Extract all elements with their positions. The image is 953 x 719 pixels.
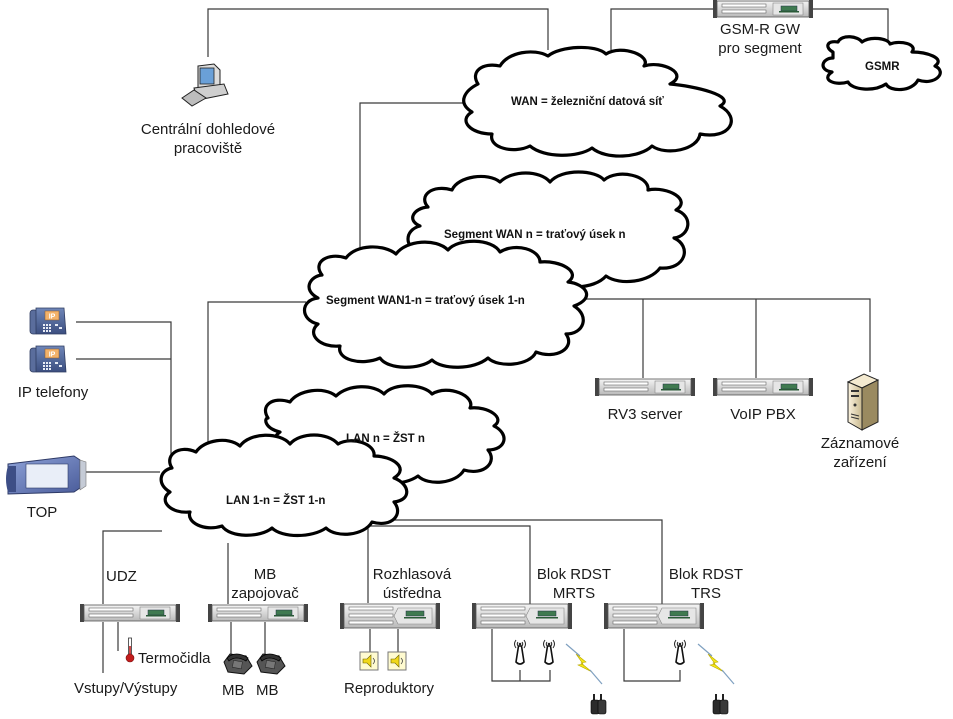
label-gsmr-gw: GSM-R GW pro segment	[700, 20, 820, 58]
antenna-icon	[542, 639, 556, 665]
handheld-radio-icon	[712, 693, 729, 715]
antenna-icon	[513, 639, 527, 665]
top-terminal-icon	[6, 455, 87, 495]
udz-server-icon	[79, 603, 181, 623]
rv3-server-icon	[594, 377, 696, 397]
label-pa-central: Rozhlasová ústředna	[362, 565, 462, 603]
label-ip-phones: IP telefony	[17, 384, 89, 401]
pa-central-server-icon	[339, 602, 441, 630]
label-line: Blok RDST	[536, 566, 612, 583]
mb-switch-server-icon	[207, 603, 309, 623]
workstation-icon	[181, 63, 229, 107]
cloud-wan	[462, 45, 733, 158]
label-io: Vstupy/Výstupy	[74, 680, 178, 697]
wire-ipphone1	[76, 321, 172, 470]
cloud-label-lan-n: LAN n = ŽST n	[346, 433, 425, 445]
thermometer-icon	[125, 637, 135, 663]
wire-wan-gsmrgw	[610, 8, 714, 50]
label-thermo: Termočidla	[138, 650, 211, 667]
label-recorder: Záznamové zařízení	[810, 434, 910, 472]
label-line: Záznamové	[820, 435, 900, 452]
label-voip-pbx: VoIP PBX	[730, 406, 796, 423]
cloud-segment-1n	[302, 239, 589, 369]
label-line: MB	[253, 566, 277, 583]
wire-mrts-ant	[491, 629, 551, 682]
cloud-label-gsmr: GSMR	[865, 61, 900, 73]
label-udz: UDZ	[106, 568, 137, 585]
label-line: pracoviště	[173, 140, 243, 157]
rdst-mrts-server-icon	[471, 602, 573, 630]
label-central-station: Centrální dohledové pracoviště	[128, 120, 288, 158]
label-speakers: Reproduktory	[344, 680, 435, 697]
label-line: TRS	[691, 585, 721, 602]
label-line: zařízení	[833, 454, 887, 471]
voip-pbx-icon	[712, 377, 814, 397]
analog-phone-icon	[223, 653, 253, 675]
label-mb2: MB	[256, 682, 279, 699]
ip-phone-icon	[29, 307, 67, 335]
wires	[76, 8, 889, 682]
speaker-icon	[387, 651, 407, 671]
cloud-label-segment-n: Segment WAN n = traťový úsek n	[444, 229, 626, 241]
cloud-gsmr	[821, 35, 942, 92]
wire-lan-udz	[102, 530, 162, 604]
label-mb-switch: MB zapojovač	[225, 565, 305, 603]
cloud-lan-1n	[159, 433, 409, 538]
wire-lan-trs	[390, 519, 663, 604]
lightning-icon	[565, 643, 603, 685]
wire-central-wan	[207, 8, 549, 57]
label-top: TOP	[26, 504, 58, 521]
recorder-tower-icon	[846, 373, 880, 431]
label-rdst-trs: Blok RDST TRS	[656, 565, 756, 603]
cloud-label-wan: WAN = železniční datová síť	[511, 96, 664, 108]
cloud-label-lan-1n: LAN 1-n = ŽST 1-n	[226, 495, 326, 507]
label-line: Centrální dohledové	[140, 121, 276, 138]
wire-lan-mrts	[365, 525, 531, 604]
label-line: ústředna	[382, 585, 442, 602]
rdst-trs-server-icon	[603, 602, 705, 630]
label-line: Blok RDST	[668, 566, 744, 583]
label-line: Rozhlasová	[372, 566, 452, 583]
label-line: MRTS	[552, 585, 596, 602]
ip-phone-icon	[29, 345, 67, 373]
handheld-radio-icon	[590, 693, 607, 715]
label-mb1: MB	[222, 682, 245, 699]
antenna-icon	[673, 639, 687, 665]
gsmr-gw-server-icon	[712, 0, 814, 19]
label-rv3-server: RV3 server	[607, 406, 683, 423]
label-rdst-mrts: Blok RDST MRTS	[524, 565, 624, 603]
label-line: zapojovač	[231, 585, 299, 602]
wire-gsmrgw-gsmr	[809, 8, 889, 45]
wire-trs-ant	[623, 629, 681, 682]
analog-phone-icon	[256, 653, 286, 675]
wire-segment-lan	[207, 301, 306, 450]
wire-segment-bus	[578, 298, 871, 372]
label-line: GSM-R GW	[720, 21, 800, 38]
label-line: pro segment	[718, 40, 802, 57]
cloud-label-segment-1n: Segment WAN1-n = traťový úsek 1-n	[326, 295, 525, 307]
lightning-icon	[697, 643, 735, 685]
speaker-icon	[359, 651, 379, 671]
wire-wan-segment	[359, 102, 465, 252]
